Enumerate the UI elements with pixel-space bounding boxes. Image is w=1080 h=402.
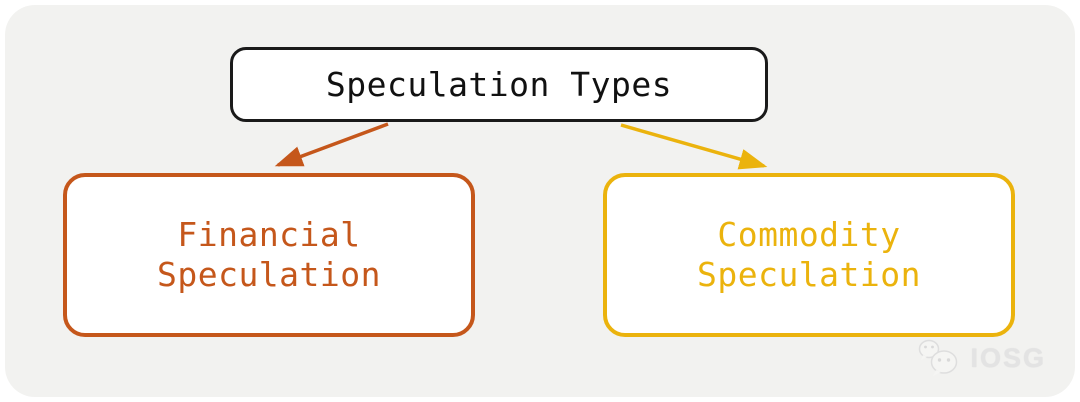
watermark: IOSG [917, 338, 1046, 378]
node-commodity-label-line1: Commodity [717, 215, 901, 254]
node-commodity-speculation: Commodity Speculation [603, 173, 1015, 337]
node-commodity-label-line2: Speculation [696, 255, 922, 294]
node-speculation-types: Speculation Types [230, 47, 768, 122]
node-financial-label-line2: Speculation [156, 255, 382, 294]
node-financial-speculation: Financial Speculation [63, 173, 475, 337]
node-financial-label-line1: Financial [177, 215, 361, 254]
node-speculation-types-label: Speculation Types [325, 65, 673, 104]
wechat-chat-bubbles-icon [919, 339, 958, 376]
watermark-label: IOSG [970, 342, 1046, 373]
